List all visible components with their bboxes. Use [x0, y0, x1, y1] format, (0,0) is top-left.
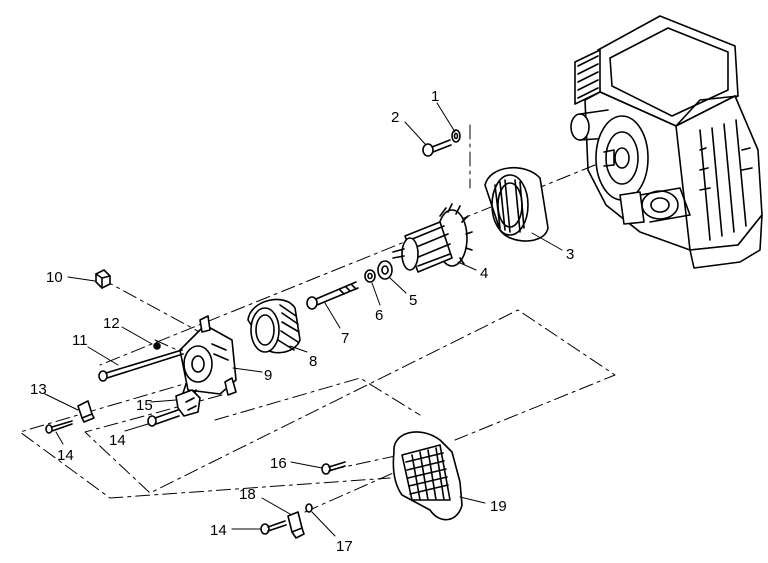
part-9-end-bell [179, 315, 237, 401]
part-10-block [95, 269, 111, 289]
part-11-long-screw [98, 349, 184, 382]
part-6-washer [364, 269, 376, 283]
callout-10: 10 [46, 269, 63, 286]
callout-6: 6 [375, 307, 383, 324]
part-5-washer [377, 260, 393, 280]
callout-14b: 14 [109, 432, 126, 449]
callout-9: 9 [264, 367, 272, 384]
callout-19: 19 [490, 498, 507, 515]
callout-1: 1 [431, 88, 439, 105]
callout-18: 18 [239, 486, 256, 503]
callout-2: 2 [391, 109, 399, 126]
part-13-bracket [77, 400, 95, 423]
part-18-clip [287, 511, 305, 539]
part-12-nut [153, 342, 161, 350]
callout-14a: 14 [57, 447, 74, 464]
part-7-through-bolt [306, 281, 359, 310]
callout-13: 13 [30, 381, 47, 398]
callout-3: 3 [566, 246, 574, 263]
part-16-screw [321, 461, 346, 475]
callout-14c: 14 [210, 522, 227, 539]
callout-15: 15 [136, 397, 153, 414]
part-4-rotor [392, 203, 473, 273]
part-17-washer [305, 503, 313, 513]
callout-16: 16 [270, 455, 287, 472]
callout-4: 4 [480, 265, 488, 282]
callout-12: 12 [103, 315, 120, 332]
callout-11: 11 [72, 332, 88, 349]
callout-17: 17 [336, 538, 353, 555]
engine-block [570, 15, 763, 269]
callout-5: 5 [409, 292, 417, 309]
callout-labels: 1 2 3 4 5 6 7 8 9 10 11 12 13 14 14 15 1… [30, 88, 574, 555]
part-8-bearing [247, 298, 301, 354]
callout-7: 7 [341, 330, 349, 347]
part-1-washer [451, 129, 461, 143]
part-19-grille-cover [392, 431, 463, 521]
leader-lines [44, 102, 563, 537]
part-14-screws [45, 409, 287, 535]
part-3-stator-ring [484, 166, 549, 242]
part-2-bolt [422, 139, 452, 157]
part-15-brush-assembly [175, 389, 201, 417]
callout-8: 8 [309, 353, 317, 370]
